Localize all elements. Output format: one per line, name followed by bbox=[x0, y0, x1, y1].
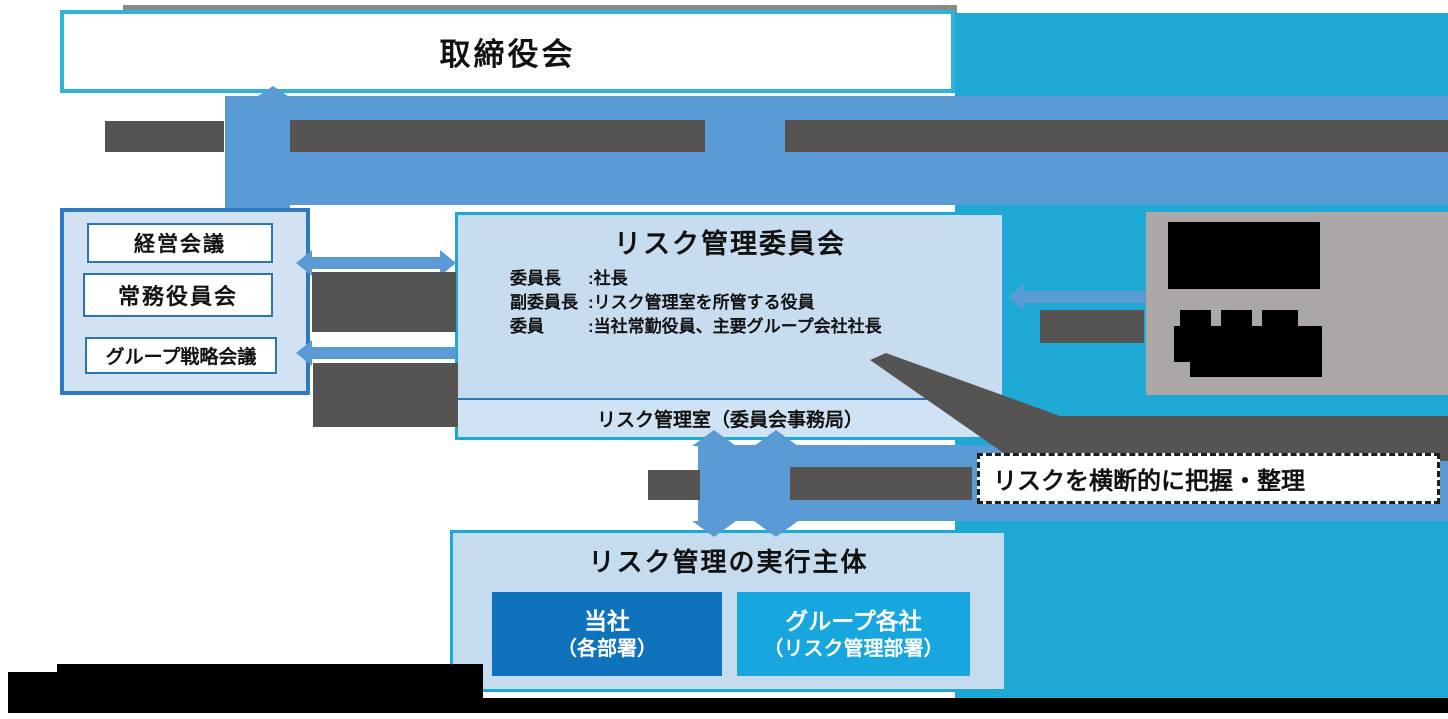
board-connector-band bbox=[225, 96, 290, 210]
redacted-text-block bbox=[1040, 310, 1144, 343]
redacted-text-block bbox=[1174, 326, 1322, 362]
redacted-text-block bbox=[1262, 310, 1298, 330]
redacted-text-block bbox=[313, 363, 458, 427]
company-label: 当社 bbox=[584, 608, 630, 634]
risk-management-committee-box: リスク管理委員会 委員長 :社長 副委員長 :リスク管理室を所管する役員 委員 … bbox=[455, 212, 1005, 440]
redacted-text-block bbox=[790, 467, 972, 500]
management-meeting-box: 経営会議 bbox=[87, 223, 273, 263]
group-sublabel: （リスク管理部署） bbox=[763, 638, 944, 660]
redacted-text-block bbox=[312, 272, 456, 332]
management-meeting-label: 経営会議 bbox=[134, 233, 226, 256]
redacted-text-block bbox=[648, 470, 700, 500]
member-role: 委員 bbox=[510, 317, 544, 336]
member-value: :当社常勤役員、主要グループ会社社長 bbox=[588, 317, 882, 336]
risk-execution-title: リスク管理の実行主体 bbox=[588, 547, 869, 577]
board-of-directors-box: 取締役会 bbox=[60, 10, 955, 93]
callout-box: リスクを横断的に把握・整理 bbox=[977, 453, 1440, 504]
group-strategy-meeting-box: グループ戦略会議 bbox=[85, 337, 277, 374]
committee-member-row: 副委員長 :リスク管理室を所管する役員 bbox=[510, 291, 1002, 315]
redacted-text-block bbox=[785, 120, 1448, 152]
redacted-text-block bbox=[1168, 222, 1320, 289]
risk-management-office-label: リスク管理室（委員会事務局） bbox=[596, 410, 863, 431]
company-sublabel: （各部署） bbox=[557, 638, 657, 660]
management-meetings-panel: 経営会議 常務役員会 グループ戦略会議 bbox=[60, 208, 310, 395]
committee-member-list: 委員長 :社長 副委員長 :リスク管理室を所管する役員 委員 :当社常勤役員、主… bbox=[510, 267, 1002, 339]
committee-member-row: 委員長 :社長 bbox=[510, 267, 1002, 291]
risk-management-office-strip: リスク管理室（委員会事務局） bbox=[458, 398, 1002, 437]
member-role: 委員長 bbox=[510, 269, 561, 288]
redacted-text-block bbox=[1190, 360, 1322, 377]
member-value: :社長 bbox=[588, 269, 628, 288]
board-of-directors-label: 取締役会 bbox=[439, 37, 576, 72]
redacted-text-block bbox=[290, 120, 705, 152]
company-departments-box: 当社 （各部署） bbox=[492, 592, 722, 676]
group-label: グループ各社 bbox=[785, 608, 922, 634]
executive-officers-meeting-label: 常務役員会 bbox=[117, 284, 238, 309]
committee-title: リスク管理委員会 bbox=[614, 229, 846, 259]
callout-label: リスクを横断的に把握・整理 bbox=[993, 468, 1305, 495]
member-value: :リスク管理室を所管する役員 bbox=[588, 293, 815, 312]
group-companies-box: グループ各社 （リスク管理部署） bbox=[737, 592, 970, 676]
executive-officers-meeting-box: 常務役員会 bbox=[83, 273, 273, 317]
redacted-text-block bbox=[8, 698, 1448, 713]
member-role: 副委員長 bbox=[510, 293, 578, 312]
top-shadow-line bbox=[123, 5, 957, 13]
redacted-text-block bbox=[1180, 310, 1211, 330]
group-strategy-meeting-label: グループ戦略会議 bbox=[105, 347, 257, 368]
committee-member-row: 委員 :当社常勤役員、主要グループ会社社長 bbox=[510, 315, 1002, 339]
redacted-text-block bbox=[1221, 310, 1252, 330]
redacted-text-block bbox=[105, 121, 224, 152]
risk-execution-box: リスク管理の実行主体 当社 （各部署） グループ各社 （リスク管理部署） bbox=[450, 530, 1007, 692]
